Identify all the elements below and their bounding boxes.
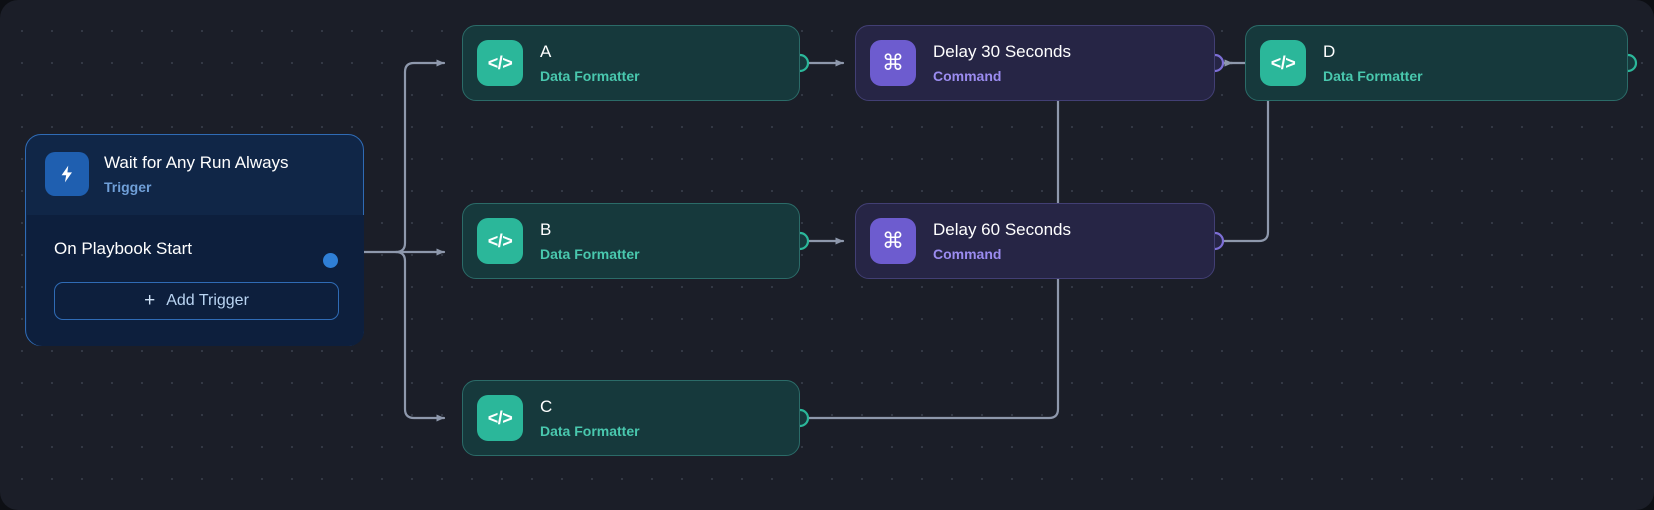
trigger-title: Wait for Any Run Always <box>104 152 289 172</box>
node-b[interactable]: </> B Data Formatter <box>462 203 800 279</box>
command-icon-glyph: ⌘ <box>882 228 904 253</box>
node-d-title: D <box>1323 41 1336 61</box>
node-d[interactable]: </> D Data Formatter <box>1245 25 1628 101</box>
node-delay-60-title: Delay 60 Seconds <box>933 219 1071 239</box>
node-c[interactable]: </> C Data Formatter <box>462 380 800 456</box>
trigger-header: Wait for Any Run Always Trigger <box>26 135 363 213</box>
trigger-card[interactable]: Wait for Any Run Always Trigger On Playb… <box>25 134 364 346</box>
node-delay-60-subtitle: Command <box>933 245 1002 262</box>
lightning-bolt-icon <box>45 152 89 196</box>
plus-icon: + <box>144 290 156 311</box>
code-icon-glyph: </> <box>487 52 513 73</box>
trigger-row-label: On Playbook Start <box>54 239 192 258</box>
code-icon-glyph: </> <box>487 407 513 428</box>
code-icon: </> <box>477 218 523 264</box>
command-icon: ⌘ <box>870 218 916 264</box>
command-icon: ⌘ <box>870 40 916 86</box>
node-b-title: B <box>540 219 552 239</box>
code-icon: </> <box>477 40 523 86</box>
node-c-title: C <box>540 396 553 416</box>
node-a-subtitle: Data Formatter <box>540 67 640 84</box>
code-icon-glyph: </> <box>487 230 513 251</box>
add-trigger-button[interactable]: + Add Trigger <box>54 282 339 320</box>
node-d-subtitle: Data Formatter <box>1323 67 1423 84</box>
add-trigger-label: Add Trigger <box>166 292 249 309</box>
node-b-subtitle: Data Formatter <box>540 245 640 262</box>
port-trigger-out[interactable] <box>323 253 338 268</box>
code-icon: </> <box>1260 40 1306 86</box>
node-a-title: A <box>540 41 552 61</box>
code-icon: </> <box>477 395 523 441</box>
node-a[interactable]: </> A Data Formatter <box>462 25 800 101</box>
code-icon-glyph: </> <box>1270 52 1296 73</box>
trigger-body: On Playbook Start + Add Trigger <box>27 215 364 346</box>
node-delay-30-title: Delay 30 Seconds <box>933 41 1071 61</box>
node-c-subtitle: Data Formatter <box>540 422 640 439</box>
node-delay-60[interactable]: ⌘ Delay 60 Seconds Command <box>855 203 1215 279</box>
node-delay-30[interactable]: ⌘ Delay 30 Seconds Command <box>855 25 1215 101</box>
command-icon-glyph: ⌘ <box>882 50 904 75</box>
trigger-subtitle: Trigger <box>104 178 152 195</box>
node-delay-30-subtitle: Command <box>933 67 1002 84</box>
